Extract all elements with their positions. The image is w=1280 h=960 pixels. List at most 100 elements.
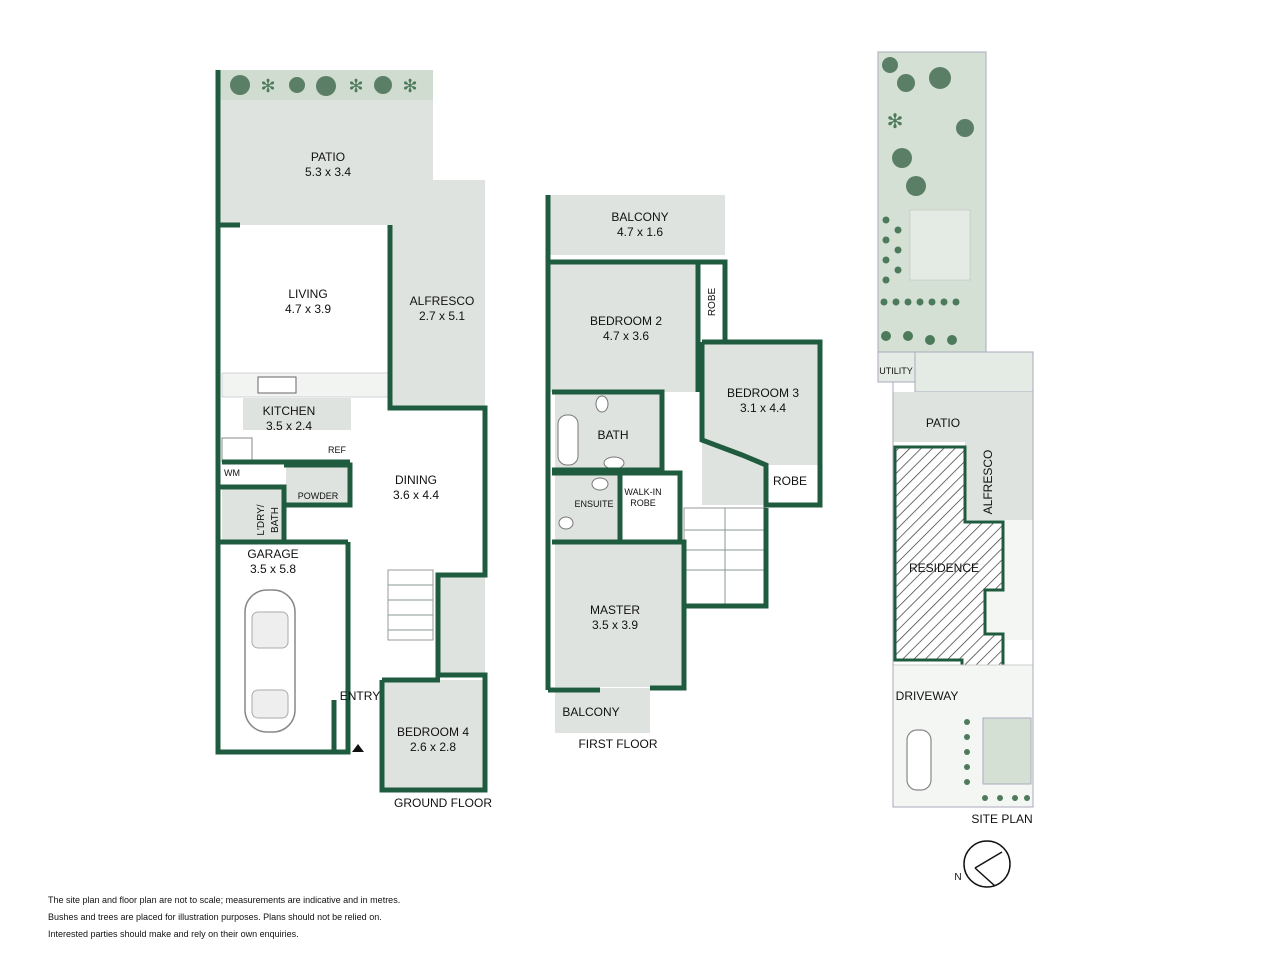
lawn [909, 209, 971, 281]
dining-area [352, 408, 485, 570]
robe-1-label: ROBE [707, 288, 718, 317]
ground-floor-caption: GROUND FLOOR [394, 796, 492, 810]
bedroom-4-label: BEDROOM 4 [397, 725, 469, 739]
kitchen-bench [243, 398, 351, 430]
living-size: 4.7 x 3.9 [285, 302, 331, 316]
driveway-label: DRIVEWAY [896, 689, 959, 703]
kitchen-counter [221, 372, 391, 398]
cooktop-icon [221, 437, 253, 463]
robe-2-area [766, 465, 818, 503]
alfresco-area [965, 442, 1033, 522]
tree-icon [289, 77, 305, 93]
hedge-row [880, 216, 960, 345]
laundry-area [222, 487, 284, 542]
sink-icon [257, 376, 297, 394]
disclaimer-line: The site plan and floor plan are not to … [48, 895, 401, 905]
kitchen-label: KITCHEN [263, 404, 316, 418]
master-size: 3.5 x 3.9 [592, 618, 638, 632]
entry-arrow-icon [352, 744, 364, 752]
alfresco-area [390, 225, 485, 408]
patio-steps [433, 180, 485, 225]
bedroom-2-label: BEDROOM 2 [590, 314, 662, 328]
tree-icon [374, 76, 392, 94]
bedroom-2-size: 4.7 x 3.6 [603, 329, 649, 343]
walk-in-robe-label: ROBE [630, 498, 656, 508]
site-plan-caption: SITE PLAN [971, 812, 1032, 826]
bedroom-3-label: BEDROOM 3 [727, 386, 799, 400]
patio-area [218, 100, 433, 225]
bathtub-icon [557, 414, 579, 466]
first-floor-caption: FIRST FLOOR [578, 737, 657, 751]
residence-footprint [893, 445, 1005, 682]
patio-size: 5.3 x 3.4 [305, 165, 351, 179]
garage-size: 3.5 x 5.8 [250, 562, 296, 576]
plant-icon: ✻ [402, 76, 417, 96]
basin-icon [591, 477, 609, 491]
laundry-label: L'DRY/ [256, 504, 267, 535]
balcony-bottom-label: BALCONY [562, 705, 619, 719]
bedroom-2-area [550, 262, 698, 392]
site-alfresco-label: ALFRESCO [981, 450, 995, 515]
disclaimer-line: Interested parties should make and rely … [48, 929, 299, 939]
side-path [914, 351, 1034, 393]
side-courtyard [438, 575, 485, 675]
tree-icon [897, 74, 915, 92]
car-icon [244, 589, 296, 733]
kitchen-size: 3.5 x 2.4 [266, 419, 312, 433]
bath-label: BATH [597, 428, 628, 442]
hedge-row [964, 719, 1030, 801]
ensuite-label: ENSUITE [574, 499, 613, 509]
balcony-bottom-area [555, 688, 650, 733]
robe-1-area [698, 262, 725, 342]
rear-garden [877, 51, 987, 353]
patio-label: PATIO [311, 150, 345, 164]
car-icon [906, 729, 932, 791]
stairs [387, 569, 434, 641]
bedroom-3-size: 3.1 x 4.4 [740, 401, 786, 415]
laundry-bath-label: BATH [270, 507, 281, 533]
ground-floor-plan: ✻ ✻ ✻ [215, 70, 492, 810]
master-label: MASTER [590, 603, 640, 617]
tree-icon [929, 67, 951, 89]
tree-icon [316, 76, 336, 96]
residence-label: RESIDENCE [909, 561, 979, 575]
robe-2-label: ROBE [773, 474, 807, 488]
walk-in-robe-area [622, 475, 679, 540]
site-plan: ✻ U [877, 51, 1034, 888]
toilet-icon [558, 516, 574, 530]
front-garden [982, 717, 1032, 785]
garage-label: GARAGE [247, 547, 298, 561]
utility-area [877, 351, 916, 383]
alfresco-size: 2.7 x 5.1 [419, 309, 465, 323]
balcony-top-size: 4.7 x 1.6 [617, 225, 663, 239]
powder-label: POWDER [298, 491, 339, 501]
basin-icon [603, 456, 625, 470]
bedroom-4-area [382, 680, 485, 790]
compass-icon: N [954, 840, 1011, 888]
tree-icon [230, 75, 250, 95]
dining-label: DINING [395, 473, 437, 487]
patio-area [893, 392, 1033, 442]
disclaimer-line: Bushes and trees are placed for illustra… [48, 912, 382, 922]
compass-north-label: N [954, 872, 961, 883]
powder-room [286, 465, 350, 505]
walk-in-label: WALK-IN [624, 487, 661, 497]
plant-icon: ✻ [887, 111, 904, 133]
living-area [218, 225, 390, 373]
utility-label: UTILITY [879, 366, 913, 376]
wm-label: WM [224, 468, 240, 478]
dining-size: 3.6 x 4.4 [393, 488, 439, 502]
site-patio-label: PATIO [926, 416, 960, 430]
balcony-top-area [550, 195, 725, 255]
ref-label: REF [328, 445, 347, 455]
bedroom-4-size: 2.6 x 2.8 [410, 740, 456, 754]
master-area [555, 542, 683, 687]
tree-icon [906, 176, 926, 196]
tree-icon [882, 57, 898, 73]
plant-icon: ✻ [348, 76, 363, 96]
entry-label: ENTRY [340, 689, 380, 703]
balcony-top-label: BALCONY [611, 210, 668, 224]
toilet-icon [595, 395, 609, 413]
plant-icon: ✻ [260, 76, 275, 96]
